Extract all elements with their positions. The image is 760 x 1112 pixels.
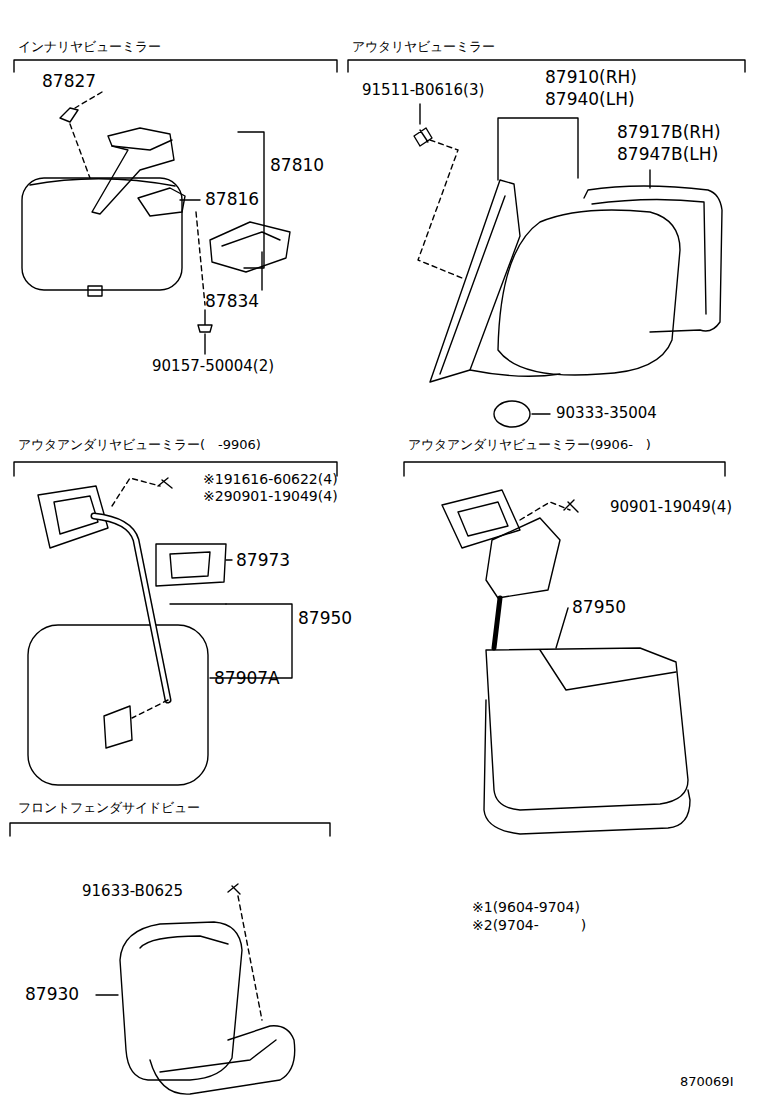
part-number: 87827 <box>42 72 96 91</box>
part-number: 87907A <box>214 669 280 688</box>
part-number: 87950 <box>298 609 352 628</box>
part-number: ※290901-19049(4) <box>203 489 338 504</box>
part-number: 91633-B0625 <box>82 883 183 900</box>
note: 870069I <box>680 1075 733 1089</box>
section-heading: フロントフェンダサイドビュー <box>18 801 200 815</box>
section-heading: アウタアンダリヤビューミラー( -9906) <box>18 438 261 452</box>
section-heading: アウタアンダリヤビューミラー(9906- ) <box>408 438 651 452</box>
part-number: 87910(RH) <box>545 68 637 87</box>
part-number: 87947B(LH) <box>617 145 718 164</box>
part-number: 87940(LH) <box>545 90 635 109</box>
part-number: 90157-50004(2) <box>152 358 274 375</box>
part-number: 91511-B0616(3) <box>362 82 484 99</box>
section-heading: インナリヤビューミラー <box>18 40 161 54</box>
part-number: ※191616-60622(4) <box>203 472 338 487</box>
part-number: 87930 <box>25 985 79 1004</box>
part-number: 90901-19049(4) <box>610 499 732 516</box>
part-number: 87917B(RH) <box>617 123 721 142</box>
part-number: 90333-35004 <box>556 405 657 422</box>
note: ※2(9704- ) <box>472 918 586 933</box>
part-number: 87810 <box>270 156 324 175</box>
section-heading: アウタリヤビューミラー <box>352 40 495 54</box>
part-number: 87973 <box>236 551 290 570</box>
part-number: 87834 <box>205 292 259 311</box>
part-number: 87950 <box>572 598 626 617</box>
part-number: 87816 <box>205 190 259 209</box>
note: ※1(9604-9704) <box>472 900 580 915</box>
